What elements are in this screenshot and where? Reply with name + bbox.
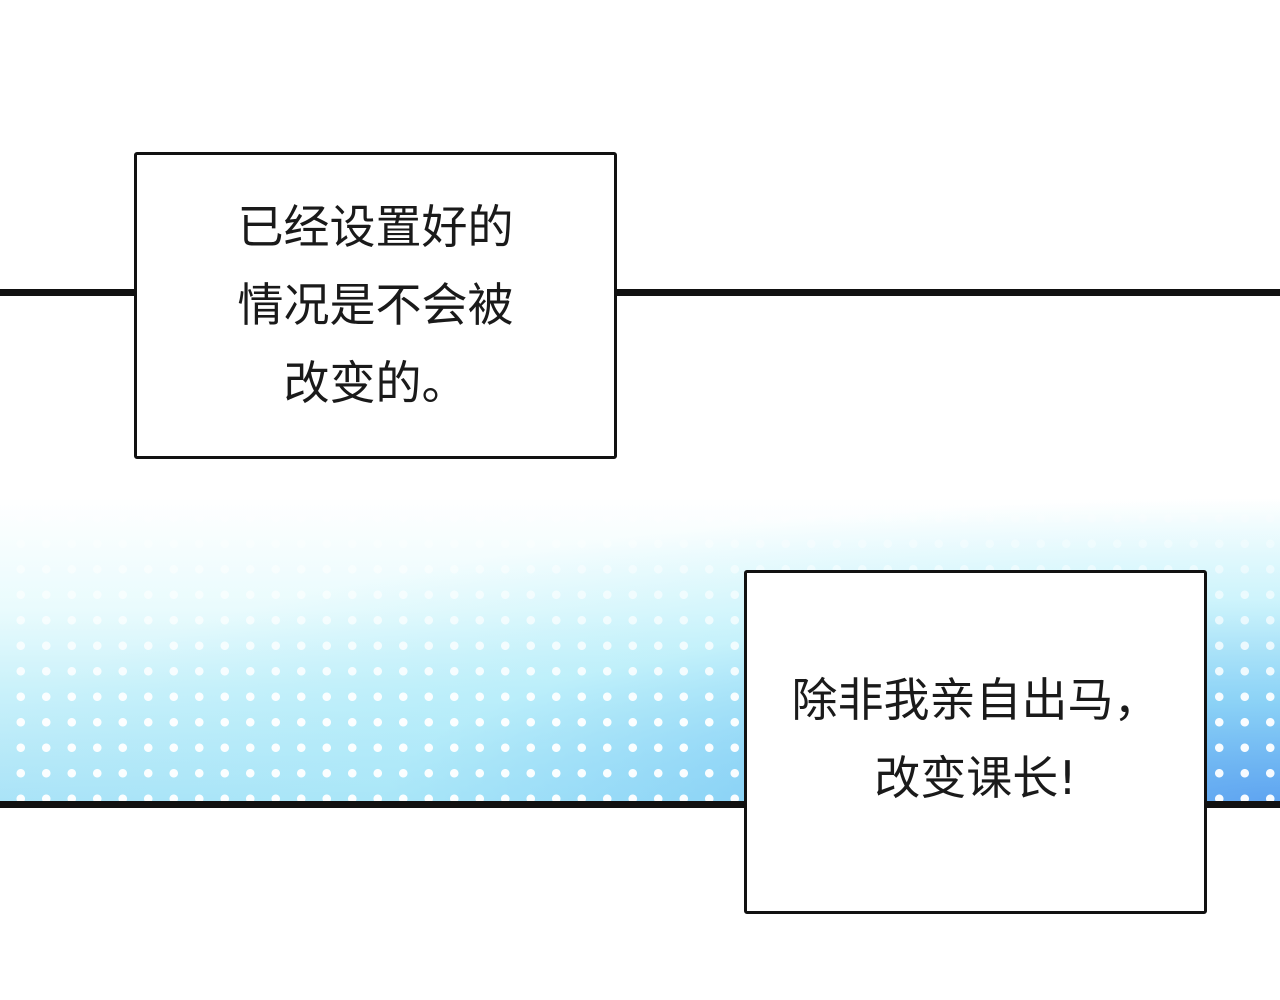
panel-top-border: [0, 289, 1280, 296]
caption-text-1: 已经设置好的 情况是不会被 改变的。: [238, 188, 514, 422]
caption-box-1: 已经设置好的 情况是不会被 改变的。: [134, 152, 617, 459]
caption-text-2: 除非我亲自出马， 改变课长!: [792, 661, 1160, 817]
caption-box-2: 除非我亲自出马， 改变课长!: [744, 570, 1207, 914]
caption-2-line-1: 除非我亲自出马，: [791, 673, 1160, 727]
panel-bottom-border: [0, 801, 1280, 808]
caption-1-line-2: 情况是不会被: [237, 277, 514, 332]
caption-1-line-3: 改变的。: [283, 355, 468, 410]
caption-1-line-1: 已经设置好的: [237, 199, 514, 254]
caption-2-line-2: 改变课长!: [874, 751, 1077, 805]
